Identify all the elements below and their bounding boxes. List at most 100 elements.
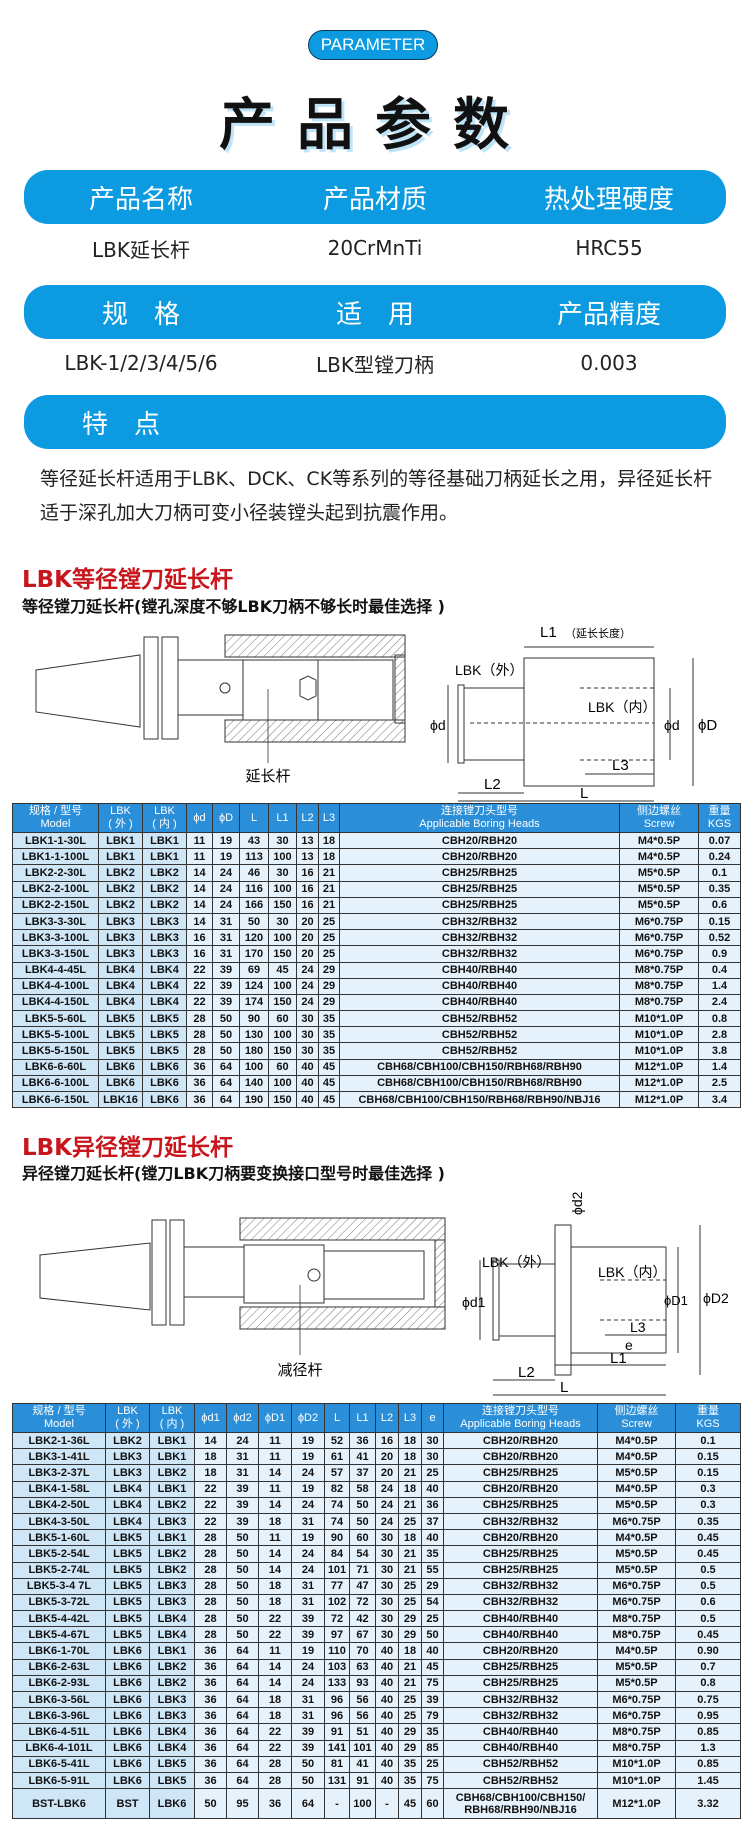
table-cell: 40	[375, 1707, 399, 1725]
tool-holder-drawing	[39, 1217, 446, 1355]
table-cell: 64	[226, 1739, 259, 1757]
table-cell: 30	[375, 1626, 399, 1644]
table-cell: 25	[398, 1577, 422, 1595]
table-cell: 40	[375, 1642, 399, 1660]
column-header: LBK ( 外 )	[105, 1403, 150, 1433]
column-header: 规格 / 型号 Model	[12, 803, 99, 833]
table-cell: CBH68/CBH100/CBH150/RBH68/RBH90	[339, 1058, 620, 1076]
table-cell: 18	[398, 1529, 422, 1547]
table-cell: LBK1	[149, 1480, 195, 1498]
table-cell: LBK3	[149, 1707, 195, 1725]
table-cell: 40	[375, 1755, 399, 1773]
table-cell: LBK5	[98, 1042, 143, 1060]
table-cell: 21	[398, 1496, 422, 1514]
dim-L: L	[580, 785, 588, 802]
table-cell: LBK2-2-30L	[12, 864, 99, 882]
table-cell: 39	[291, 1723, 325, 1741]
table-cell: 14	[258, 1464, 292, 1482]
table-cell: 24	[291, 1561, 325, 1579]
table-cell: 35	[318, 1010, 340, 1028]
table-cell: 28	[194, 1561, 227, 1579]
table-cell: 11	[186, 831, 213, 850]
table-cell: LBK5-2-54L	[12, 1545, 106, 1563]
table-cell: 40	[296, 1090, 319, 1109]
table-cell: LBK1	[149, 1448, 195, 1466]
table-cell: 28	[194, 1593, 227, 1612]
table-cell: LBK6-5-91L	[12, 1771, 106, 1790]
table-cell: 16	[375, 1431, 399, 1450]
table-cell: LBK3-2-37L	[12, 1464, 106, 1482]
table-cell: 20	[375, 1464, 399, 1482]
table-cell: 11	[258, 1480, 292, 1498]
table-cell: LBK5	[98, 1010, 143, 1028]
table-cell: 19	[212, 848, 240, 866]
table-cell: 31	[212, 945, 240, 963]
table-cell: 46	[239, 864, 269, 882]
table-cell: LBK5	[142, 1042, 187, 1060]
table-cell: 67	[349, 1626, 376, 1644]
dim-L2: L2	[484, 776, 501, 793]
table-cell: 100	[268, 929, 297, 947]
table-cell: 40	[421, 1642, 444, 1660]
table-cell: LBK4-3-50L	[12, 1512, 106, 1531]
table-cell: M6*0.75P	[597, 1707, 676, 1725]
table-cell: 18	[258, 1512, 292, 1531]
table-cell: 100	[349, 1788, 376, 1820]
table-cell: CBH52/RBH52	[443, 1755, 598, 1773]
table-cell: 50	[212, 1042, 240, 1060]
table-cell: 39	[291, 1739, 325, 1757]
dim-D: ϕD	[698, 717, 717, 734]
table-cell: 101	[324, 1561, 350, 1579]
table-cell: 21	[398, 1674, 422, 1693]
table-cell: 95	[226, 1788, 259, 1820]
column-header: L1	[349, 1403, 376, 1433]
table-cell: M4*0.5P	[597, 1529, 676, 1547]
table-cell: 29	[398, 1739, 422, 1757]
dimension-drawing	[447, 646, 694, 802]
table-cell: LBK6	[105, 1642, 150, 1660]
table-cell: CBH25/RBH25	[339, 864, 620, 882]
table-cell: 150	[268, 896, 297, 914]
table-cell: -	[375, 1788, 399, 1820]
table-cell: 14	[186, 912, 213, 931]
table-cell: 22	[194, 1512, 227, 1531]
table-cell: 14	[258, 1545, 292, 1563]
table-cell: 0.95	[675, 1707, 741, 1725]
table-cell: 150	[268, 1042, 297, 1060]
table-cell: 50	[226, 1610, 259, 1628]
table-cell: 16	[186, 929, 213, 947]
table-cell: 50	[226, 1545, 259, 1563]
table-cell: 2.8	[698, 1026, 741, 1044]
table-cell: CBH40/RBH40	[339, 977, 620, 995]
table-cell: LBK3-3-150L	[12, 945, 99, 963]
table-cell: 36	[194, 1723, 227, 1741]
table-cell: 21	[398, 1561, 422, 1579]
table-cell: M5*0.5P	[597, 1464, 676, 1482]
dim-d2: ϕd2	[569, 1191, 585, 1215]
table-cell: 30	[268, 831, 297, 850]
table-cell: 39	[212, 961, 240, 979]
table-cell: LBK6-2-63L	[12, 1658, 106, 1676]
table-cell: M4*0.5P	[597, 1448, 676, 1466]
table-cell: 25	[398, 1593, 422, 1612]
table-cell: 29	[318, 977, 340, 995]
table-cell: 28	[194, 1545, 227, 1563]
table-cell: 40	[375, 1739, 399, 1757]
table-cell: 30	[375, 1561, 399, 1579]
table-cell: 20	[296, 929, 319, 947]
table-cell: 0.15	[675, 1448, 741, 1466]
table-cell: 31	[212, 912, 240, 931]
table-cell: LBK4	[98, 993, 143, 1012]
table-cell: CBH20/RBH20	[339, 831, 620, 850]
table-cell: 64	[226, 1707, 259, 1725]
table-cell: 13	[296, 831, 319, 850]
table-cell: 28	[258, 1755, 292, 1773]
table-cell: M10*1.0P	[597, 1771, 676, 1790]
table-cell: LBK3	[149, 1577, 195, 1595]
